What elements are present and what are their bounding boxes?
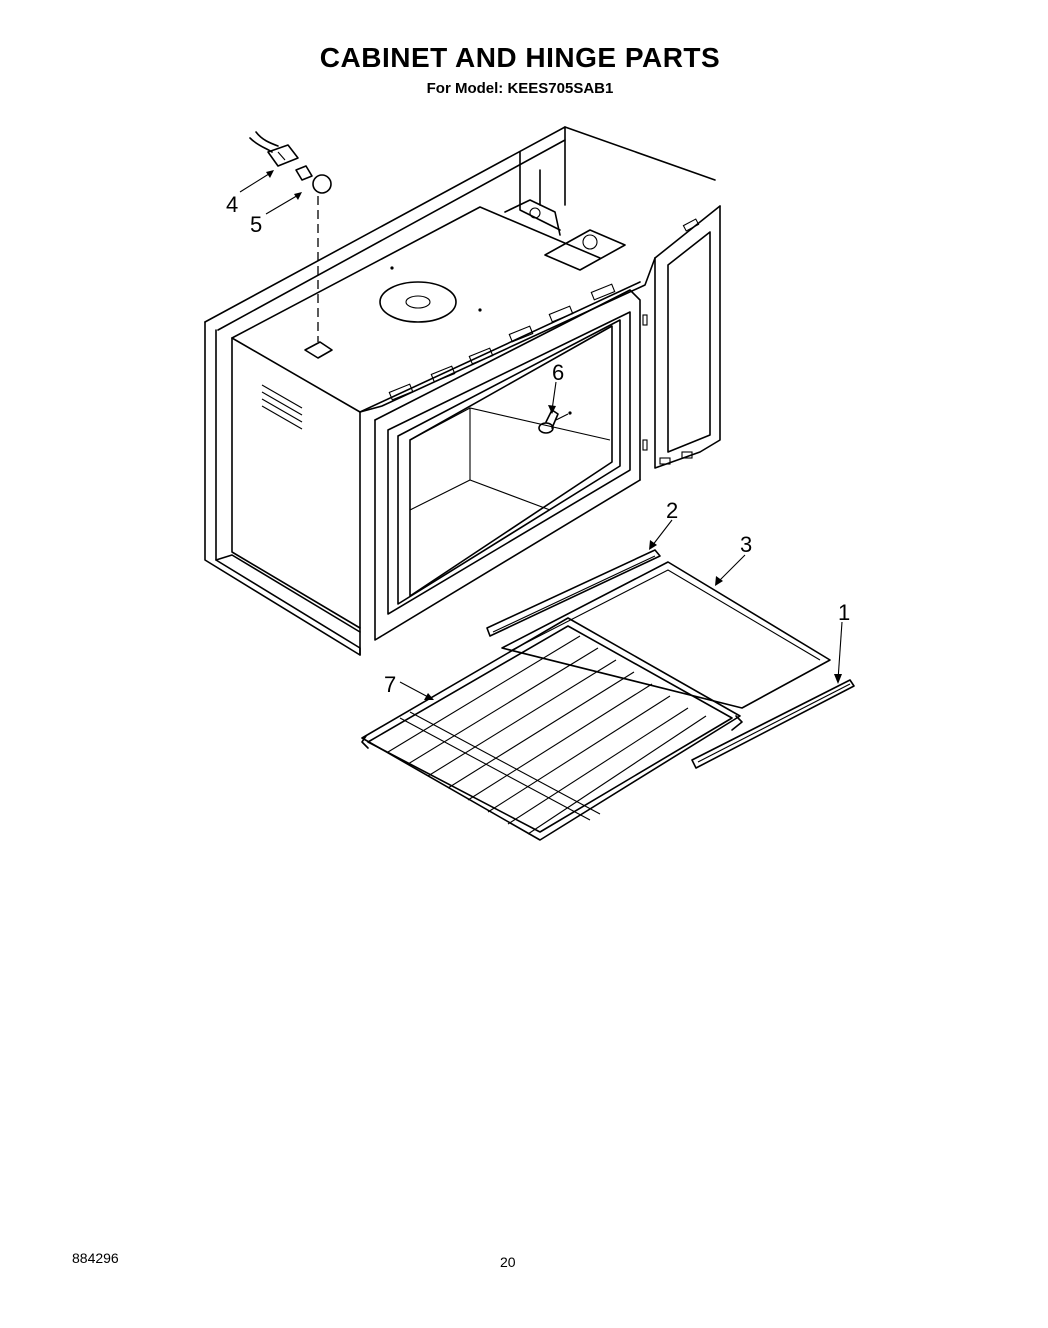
cabinet-front-frame: [359, 257, 656, 656]
glass-shelf: [501, 561, 831, 709]
callout-2: 2: [666, 498, 678, 523]
cabinet-shell: [204, 126, 721, 656]
page-title: CABINET AND HINGE PARTS: [319, 42, 721, 73]
callout-7: 7: [384, 672, 396, 697]
right-rail: [691, 679, 855, 769]
lamp-socket-assembly: [249, 131, 332, 342]
document-number: 884296: [72, 1250, 119, 1266]
callout-leaders: [239, 170, 843, 700]
callout-4: 4: [226, 192, 238, 217]
callout-6: 6: [552, 360, 564, 385]
callout-1: 1: [838, 600, 850, 625]
model-subtitle: For Model: KEES705SAB1: [426, 80, 614, 97]
left-rail: [486, 549, 661, 637]
hinge-part: [538, 409, 572, 434]
oven-rack: [361, 617, 743, 841]
callout-3: 3: [740, 532, 752, 557]
page-number: 20: [500, 1254, 516, 1270]
callout-5: 5: [250, 212, 262, 237]
